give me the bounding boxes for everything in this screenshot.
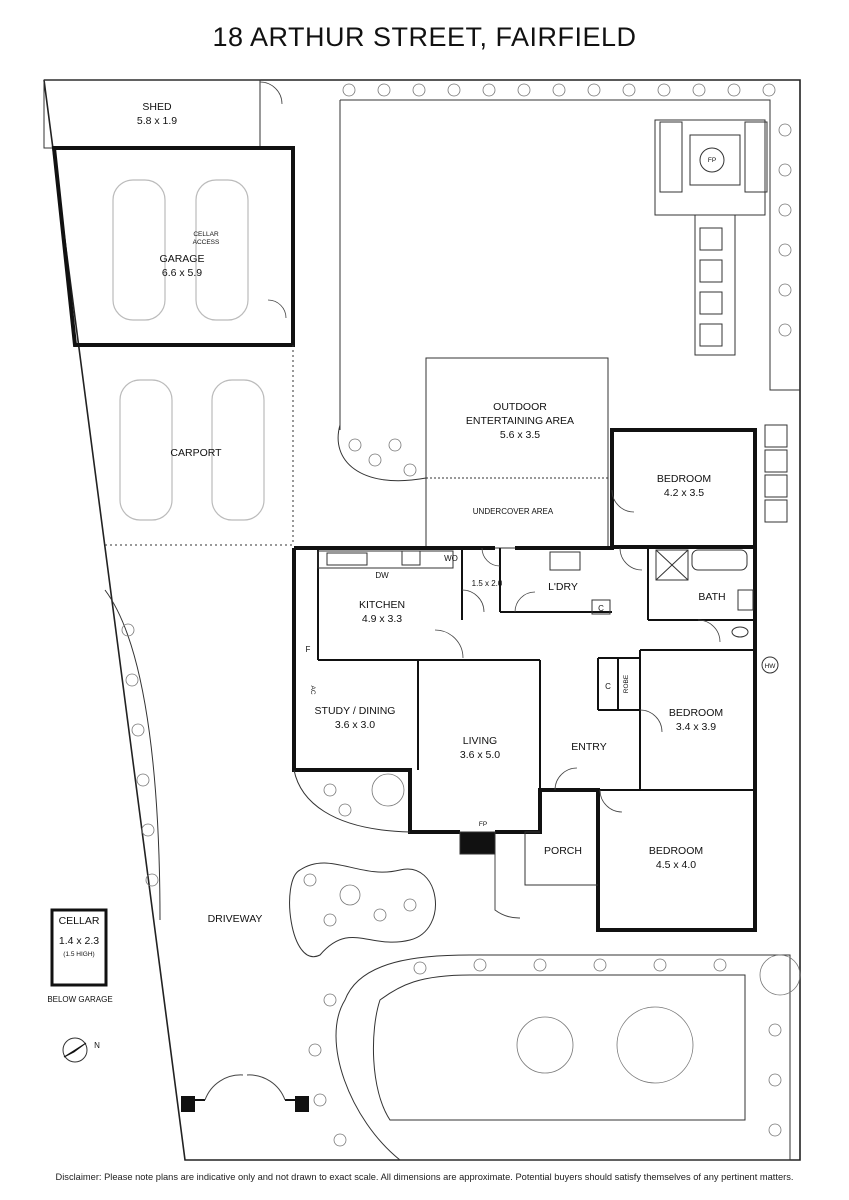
bathtub [691,549,748,571]
garden-lines [339,99,800,430]
cellar-inset-label: CELLAR [59,915,100,927]
door-swings [259,81,721,813]
garden-bench-left [659,121,683,193]
garage-dims: 6.6 x 5.9 [162,267,202,279]
dishwasher-label: DW [375,571,389,580]
cellar-access-label: CELLAR [193,231,219,238]
fridge-label: F [306,645,311,654]
laundry-label: L'DRY [548,581,578,593]
internal-walls [317,547,755,791]
house-outline [292,428,757,932]
outdoor-label-2: ENTERTAINING AREA [466,415,574,427]
cellar-inset-dims: 1.4 x 2.3 [59,935,99,947]
hot-water-unit [761,656,779,674]
lawn-bed [335,954,791,1161]
front-garden-bed [289,862,436,958]
lawn [372,974,746,1121]
shed-dims: 5.8 x 1.9 [137,115,177,127]
outdoor-dims: 5.6 x 3.5 [500,429,540,441]
garden-fireplace-label: FP [708,157,716,164]
cupboard-entry-label: C [605,682,611,691]
cellar-inset-height: (1.5 HIGH) [63,951,94,958]
study-label: STUDY / DINING [315,705,396,717]
living-fireplace [459,831,496,855]
ac-label: AC [309,685,316,694]
bedroom-front-label: BEDROOM [649,845,703,857]
fireplace-circle [699,147,725,173]
shower [655,549,689,581]
kitchen-bench [317,550,454,569]
shrubs [121,83,801,1147]
gate-post-left [181,1096,195,1112]
outdoor-label: OUTDOOR [493,401,547,413]
living-label: LIVING [463,735,497,747]
entry-label: ENTRY [571,741,606,753]
side-garden-bed [293,769,411,833]
living-fireplace-label: FP [479,821,487,828]
carport-outline [105,345,294,546]
gate-post-right [295,1096,309,1112]
wall-oven-label: WO [444,554,458,563]
cellar-inset-caption: BELOW GARAGE [47,995,112,1004]
compass-circle [62,1037,88,1063]
shed-label: SHED [142,101,172,113]
store-dims: 1.5 x 2.0 [472,579,503,588]
bedroom-mid-dims: 3.4 x 3.9 [676,721,716,733]
kitchen-label: KITCHEN [359,599,405,611]
study-dims: 3.6 x 3.0 [335,719,375,731]
bedroom-rear-dims: 4.2 x 3.5 [664,487,704,499]
bath-label: BATH [698,591,725,603]
undercover-label: UNDERCOVER AREA [473,507,554,516]
rear-garden-bed [337,424,427,482]
fireplace-area [654,119,766,216]
bedroom-front-dims: 4.5 x 4.0 [656,859,696,871]
bedroom-rear-label: BEDROOM [657,473,711,485]
living-dims: 3.6 x 5.0 [460,749,500,761]
garage-label: GARAGE [160,253,205,265]
hot-water-label: HW [765,663,777,670]
car-outlines [112,179,265,521]
shed-outline [43,79,261,149]
bedroom-mid-label: BEDROOM [669,707,723,719]
porch-label: PORCH [544,845,582,857]
porch-outline [524,831,598,886]
garage-outline [51,146,295,347]
compass-north-label: N [94,1041,100,1050]
stepping-path [694,214,736,356]
carport-label: CARPORT [170,447,222,459]
kitchen-dims: 4.9 x 3.3 [362,613,402,625]
driveway-label: DRIVEWAY [208,913,263,925]
cellar-access-label-2: ACCESS [193,239,220,246]
robe-label: ROBE [623,674,630,693]
plan-title: 18 ARTHUR STREET, FAIRFIELD [212,22,637,52]
cellar-inset-box [50,908,108,987]
side-hedge [104,589,161,921]
cupboard-laundry-label: C [598,604,604,613]
disclaimer: Disclaimer: Please note plans are indica… [55,1172,794,1182]
outdoor-area-outline [425,357,609,549]
lot-boundary [43,79,801,1161]
fireplace-box [689,134,741,186]
garden-bench-right [744,121,768,193]
